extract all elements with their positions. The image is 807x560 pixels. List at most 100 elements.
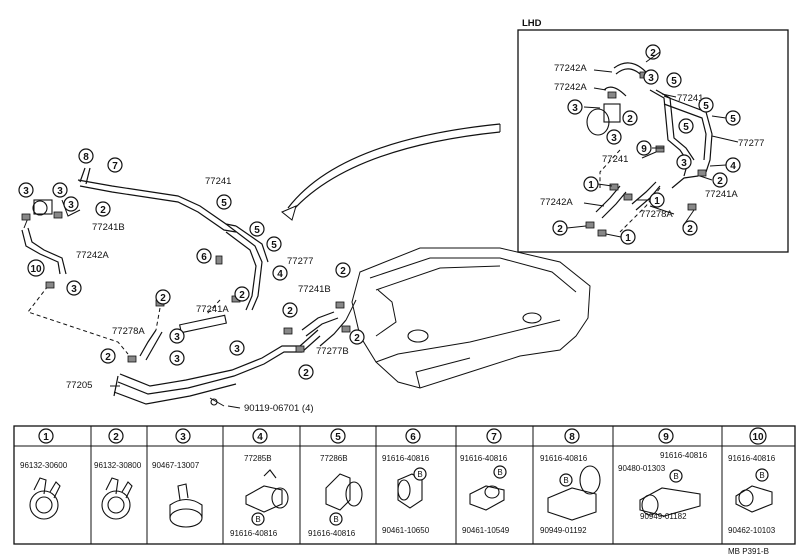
svg-text:3: 3: [681, 158, 687, 169]
part-label-77241b: 77241B: [92, 222, 125, 233]
svg-text:2: 2: [105, 352, 111, 363]
svg-text:3: 3: [174, 354, 180, 365]
svg-text:B: B: [673, 472, 678, 481]
legend-7-bolt: 91616-40816: [460, 454, 508, 463]
legend-4-part: 77285B: [244, 454, 272, 463]
inset-callout-3: 3: [567, 99, 583, 115]
callout-3: 3: [169, 328, 185, 344]
callout-3: 3: [66, 280, 82, 296]
svg-text:3: 3: [23, 186, 29, 197]
callout-4: 4: [272, 265, 288, 281]
legend-2-clamp-icon: [101, 477, 133, 520]
legend-4-clamp-icon: B: [245, 469, 289, 526]
svg-text:2: 2: [160, 293, 166, 304]
part-label-77278a: 77278A: [112, 326, 145, 337]
legend-9-clamp: 90480-01303: [618, 464, 666, 473]
svg-text:3: 3: [174, 332, 180, 343]
inset-callout-3: 3: [676, 154, 692, 170]
legend-header-10: 10: [749, 427, 767, 445]
legend-5-clamp-icon: B: [325, 473, 363, 526]
legend-8-bolt: 91616-40816: [540, 454, 588, 463]
callout-10: 10: [27, 259, 45, 277]
svg-text:2: 2: [354, 333, 360, 344]
svg-text:2: 2: [340, 266, 346, 277]
svg-text:4: 4: [257, 432, 263, 443]
svg-text:8: 8: [83, 152, 89, 163]
part-label-bolt: 90119-06701 (4): [244, 403, 314, 414]
legend-9-clamp-icon: B: [639, 469, 701, 517]
svg-text:B: B: [497, 468, 502, 477]
legend-5-part: 77286B: [320, 454, 348, 463]
legend-header-3: 3: [175, 428, 191, 444]
svg-text:3: 3: [68, 200, 74, 211]
main-part-labels: 77241 77241B 77242A 77277 77278A 77241A …: [66, 176, 349, 414]
svg-text:2: 2: [717, 176, 723, 187]
part-label-77277b: 77277B: [316, 346, 349, 357]
svg-text:B: B: [255, 515, 260, 524]
legend-8-clamp-icon: B: [547, 465, 601, 521]
callout-2: 2: [349, 329, 365, 345]
callout-3: 3: [18, 182, 34, 198]
callout-3: 3: [52, 182, 68, 198]
svg-text:5: 5: [671, 76, 677, 87]
callout-6: 6: [196, 248, 212, 264]
legend-1-part: 96132-30600: [20, 461, 68, 470]
callout-2: 2: [335, 262, 351, 278]
svg-text:5: 5: [730, 114, 736, 125]
main-callouts: 8 7 3 3 3 2 10 3 5 5 5 6 4 2 2 3 3 3 2 2…: [18, 148, 365, 380]
callout-3: 3: [169, 350, 185, 366]
legend-2-part: 96132-30800: [94, 461, 142, 470]
inset-callout-1: 1: [583, 176, 599, 192]
legend-3-part: 90467-13007: [152, 461, 200, 470]
inset-callout-5: 5: [666, 72, 682, 88]
inset-callout-5: 5: [678, 118, 694, 134]
svg-text:5: 5: [221, 198, 227, 209]
svg-text:5: 5: [683, 122, 689, 133]
diagram-code: MB P391-B: [728, 547, 769, 556]
svg-text:1: 1: [43, 432, 49, 443]
part-label-77205: 77205: [66, 380, 92, 391]
parts-legend-table: 1 2 3 4 5 6 7 8 9 10 96132-30600 96132-3…: [13, 425, 796, 545]
callout-2: 2: [282, 302, 298, 318]
inset-callout-2: 2: [682, 220, 698, 236]
inset-callout-1: 1: [620, 229, 636, 245]
inset-callout-2: 2: [622, 110, 638, 126]
legend-6-bolt: 91616-40816: [382, 454, 430, 463]
inset-title: LHD: [522, 18, 542, 29]
svg-text:3: 3: [180, 432, 186, 443]
inset-label-77241: 77241: [677, 93, 703, 104]
svg-text:2: 2: [627, 114, 633, 125]
part-label-77241b-tank: 77241B: [298, 284, 331, 295]
inset-callouts: 2 3 5 5 5 5 3 2 3 9 3 4 2 1 1 2 2 1: [552, 44, 741, 245]
svg-text:3: 3: [234, 344, 240, 355]
inset-callout-2: 2: [645, 44, 661, 60]
svg-text:4: 4: [730, 161, 736, 172]
svg-text:2: 2: [287, 306, 293, 317]
callout-2: 2: [298, 364, 314, 380]
svg-text:2: 2: [557, 224, 563, 235]
legend-8-part: 90949-01192: [540, 526, 587, 535]
callout-2: 2: [100, 348, 116, 364]
svg-text:1: 1: [625, 233, 631, 244]
legend-7-clamp-icon: B: [469, 465, 507, 511]
part-label-77277: 77277: [287, 256, 313, 267]
svg-text:6: 6: [410, 432, 416, 443]
svg-text:3: 3: [57, 186, 63, 197]
svg-text:9: 9: [663, 432, 669, 443]
svg-text:3: 3: [71, 284, 77, 295]
part-label-77241a: 77241A: [196, 304, 229, 315]
legend-6-part: 90461-10650: [382, 526, 430, 535]
inset-callout-4: 4: [725, 157, 741, 173]
svg-text:B: B: [333, 515, 338, 524]
callout-5: 5: [266, 236, 282, 252]
callout-8: 8: [78, 148, 94, 164]
legend-10-part: 90462-10103: [728, 526, 776, 535]
legend-header-1: 1: [38, 428, 54, 444]
svg-text:4: 4: [277, 269, 283, 280]
legend-header-5: 5: [330, 428, 346, 444]
svg-text:2: 2: [239, 290, 245, 301]
legend-header-9: 9: [658, 428, 674, 444]
legend-9-bolt: 91616-40816: [660, 451, 708, 460]
inset-callout-1: 1: [649, 192, 665, 208]
